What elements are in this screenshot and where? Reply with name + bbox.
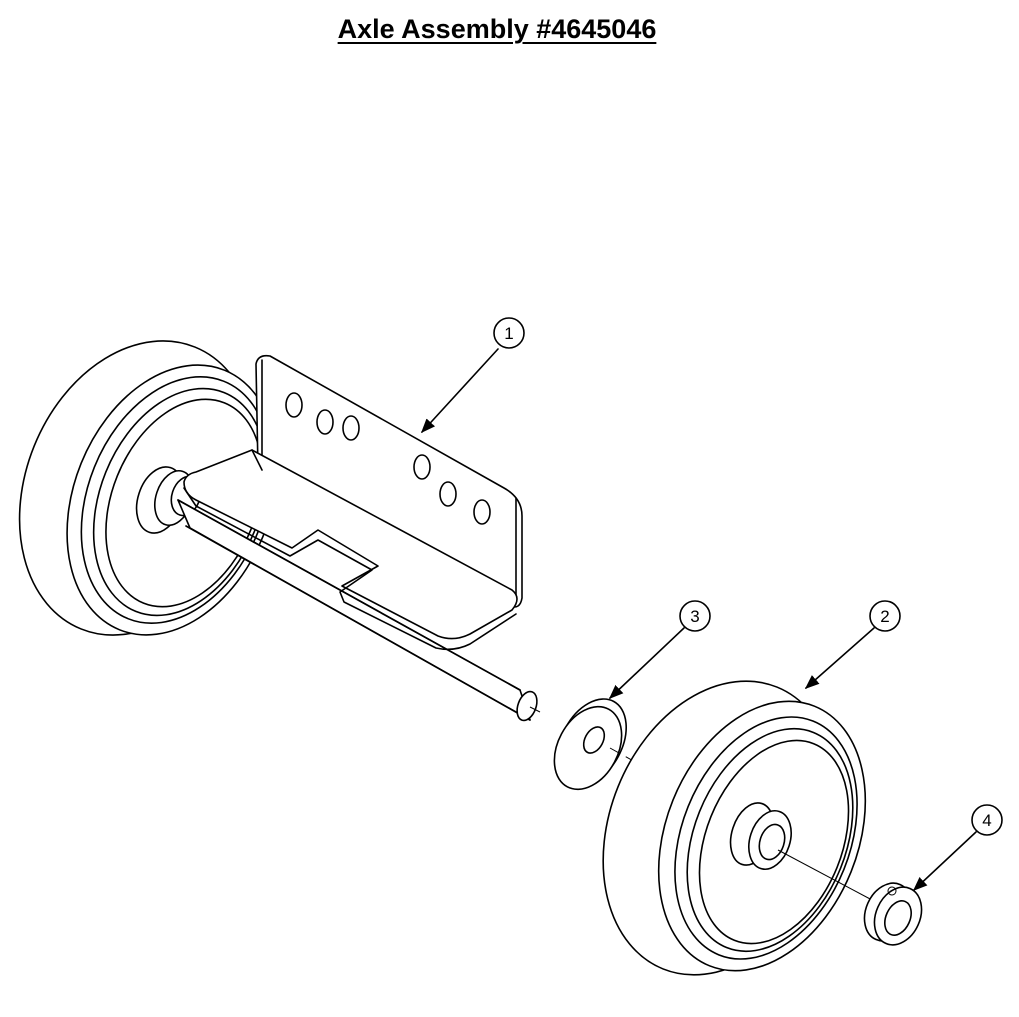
shaft-collar [863,882,923,946]
leader-line [608,627,685,699]
bracket-hole [473,499,491,525]
left-wheel [18,340,278,636]
bracket-hole [342,415,360,441]
callout-1: 1 [421,317,525,434]
callout-number: 3 [690,607,699,626]
axle-bracket [183,354,523,651]
washer [553,698,647,791]
callout-balloon [869,600,901,632]
bracket-hole [413,454,431,480]
callout-2: 2 [804,600,901,689]
callout-number: 4 [982,811,991,830]
callout-balloon [971,804,1003,836]
callout-balloon [679,600,711,632]
callout-4: 4 [912,804,1003,891]
bracket-hole [316,409,334,435]
right-wheel [602,680,873,976]
leader-line [912,831,977,891]
leader-line [421,348,499,434]
axle-shaft [177,499,541,722]
callout-3: 3 [608,600,711,699]
callout-balloon [493,317,525,349]
bracket-hole [285,392,303,418]
callout-number: 1 [504,324,513,343]
callout-number: 2 [880,607,889,626]
bracket-hole [439,481,457,507]
page-title: Axle Assembly #4645046 [337,14,657,44]
leader-line [804,627,875,689]
